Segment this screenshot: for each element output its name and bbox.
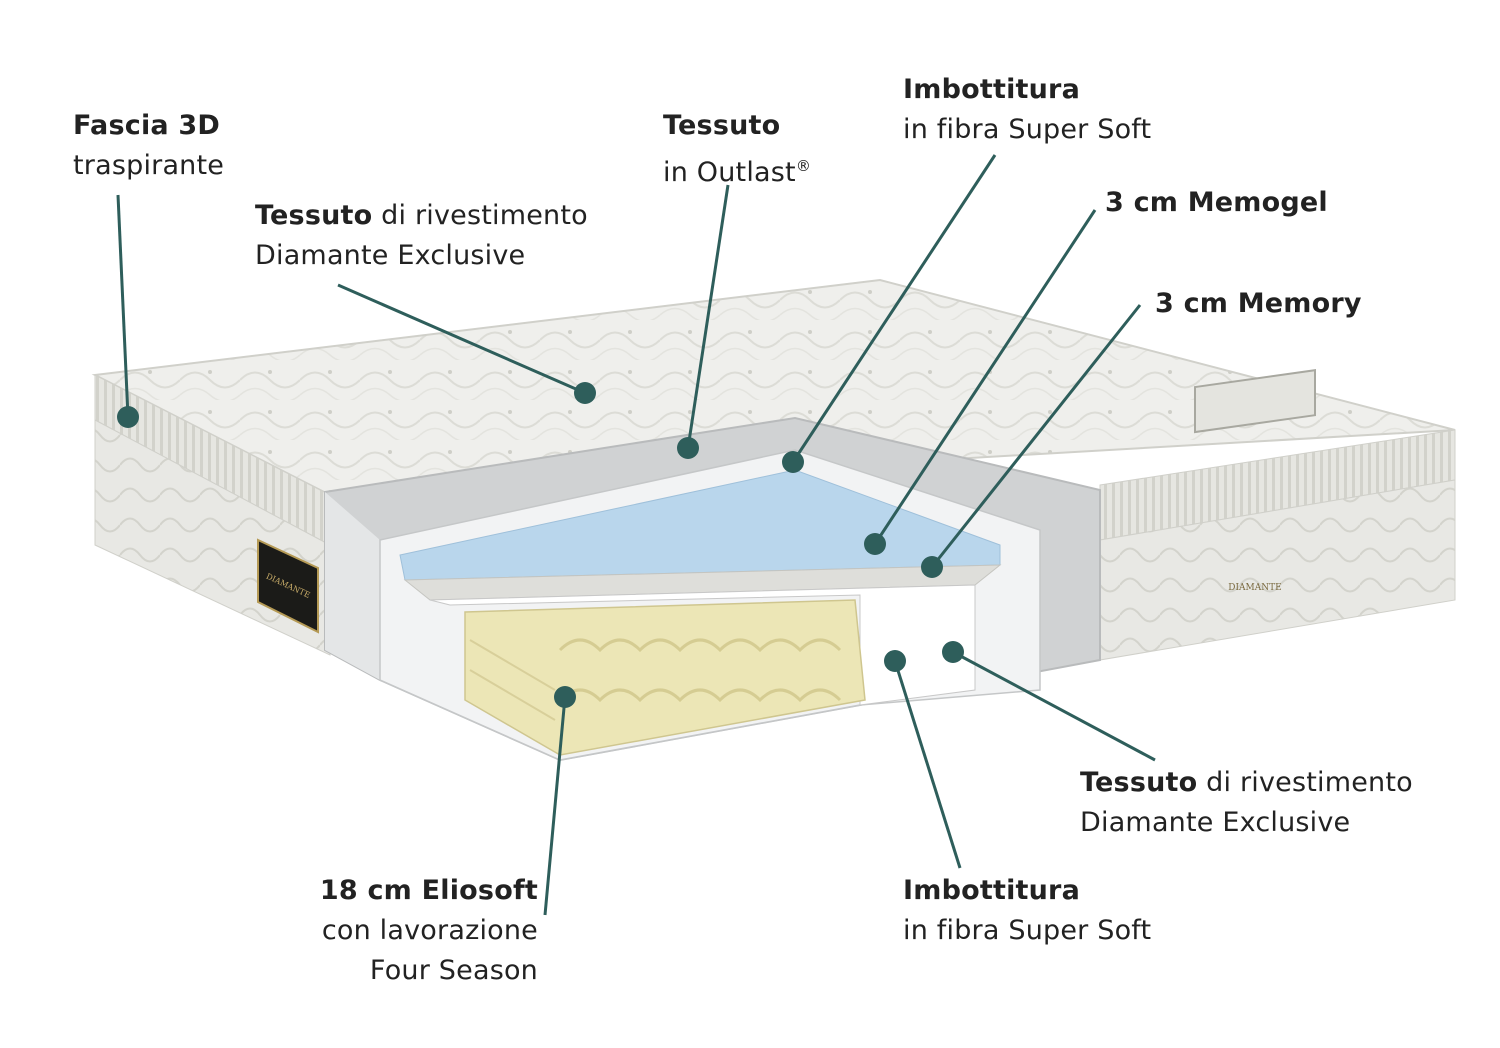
label-outlast-reg: ® — [795, 157, 812, 175]
leader-outlast — [686, 184, 730, 449]
label-memogel-title: 3 cm Memogel — [1105, 187, 1328, 218]
label-fascia-desc: traspirante — [73, 150, 225, 181]
dot-memory — [921, 556, 943, 578]
leader-tessuto-bottom — [952, 650, 1156, 762]
dot-imbottitura-top — [782, 451, 804, 473]
dot-tessuto-top — [574, 382, 596, 404]
label-imbottitura-top-title: Imbottitura — [903, 74, 1080, 105]
leader-memogel — [873, 209, 1097, 545]
label-tessuto-top-rest: di rivestimento — [372, 200, 588, 231]
label-memory-title: 3 cm Memory — [1155, 288, 1362, 319]
label-memory: 3 cm Memory — [1155, 284, 1362, 324]
label-eliosoft-desc2: Four Season — [369, 955, 538, 986]
label-outlast-desc: in Outlast — [663, 157, 796, 188]
label-eliosoft-title: 18 cm Eliosoft — [319, 875, 538, 906]
label-eliosoft-desc1: con lavorazione — [321, 915, 538, 946]
label-tessuto-top: Tessuto di rivestimento Diamante Exclusi… — [255, 196, 588, 276]
lower-padding — [429, 584, 976, 706]
label-eliosoft: 18 cm Eliosoft con lavorazione Four Seas… — [240, 871, 538, 991]
label-memogel: 3 cm Memogel — [1105, 183, 1328, 223]
dot-imbottitura-bottom — [884, 650, 906, 672]
label-fascia: Fascia 3D traspirante — [73, 106, 224, 186]
dot-tessuto-bottom — [942, 641, 964, 663]
cutaway-cover-front — [325, 492, 380, 680]
label-imbottitura-bottom-desc: in fibra Super Soft — [903, 915, 1152, 946]
brand-tag-right: DIAMANTE — [1194, 369, 1316, 593]
label-outlast: Tessuto in Outlast® — [663, 106, 811, 193]
brand-tag-left: DIAMANTE — [257, 538, 319, 634]
dot-eliosoft — [554, 686, 576, 708]
brand-tag-right-text: DIAMANTE — [1228, 583, 1281, 593]
label-imbottitura-bottom-title: Imbottitura — [903, 875, 1080, 906]
dot-fascia — [117, 406, 139, 428]
dot-memogel — [864, 533, 886, 555]
label-tessuto-top-title: Tessuto — [255, 200, 373, 231]
dot-outlast — [677, 437, 699, 459]
label-outlast-title: Tessuto — [663, 110, 781, 141]
label-tessuto-top-desc: Diamante Exclusive — [255, 240, 526, 271]
label-tessuto-bottom-desc: Diamante Exclusive — [1080, 807, 1351, 838]
label-fascia-title: Fascia 3D — [73, 110, 221, 141]
label-tessuto-bottom: Tessuto di rivestimento Diamante Exclusi… — [1080, 763, 1413, 843]
callout-dots — [117, 382, 964, 708]
leader-eliosoft — [543, 696, 567, 916]
label-tessuto-bottom-rest: di rivestimento — [1197, 767, 1413, 798]
eliosoft-core — [464, 599, 866, 756]
leader-imbottitura-bottom — [893, 660, 962, 869]
leader-lines — [116, 154, 1156, 916]
leader-fascia — [116, 194, 130, 418]
leader-imbottitura-top — [791, 154, 997, 463]
label-tessuto-bottom-title: Tessuto — [1080, 767, 1198, 798]
leader-tessuto-top — [337, 283, 586, 395]
memogel-layer — [399, 469, 1001, 581]
label-imbottitura-top: Imbottitura in fibra Super Soft — [903, 70, 1151, 150]
label-imbottitura-top-desc: in fibra Super Soft — [903, 114, 1152, 145]
leader-memory — [930, 304, 1142, 568]
label-imbottitura-bottom: Imbottitura in fibra Super Soft — [903, 871, 1151, 951]
